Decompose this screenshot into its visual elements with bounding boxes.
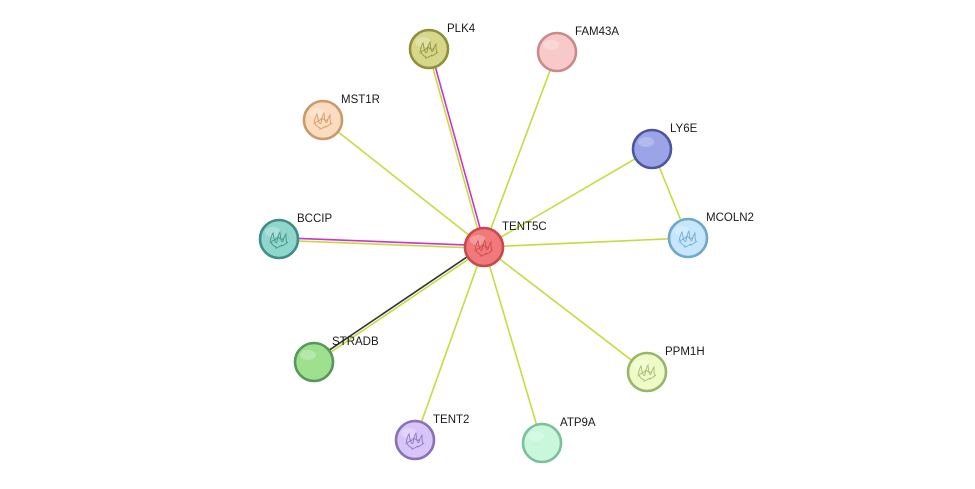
node-label: FAM43A [575, 26, 619, 38]
node-circle[interactable] [258, 218, 300, 260]
node-highlight [401, 428, 417, 438]
protein-structure-icon [419, 40, 439, 59]
node-highlight [300, 350, 316, 360]
edge-line-textmining [278, 239, 484, 250]
node-label: PPM1H [665, 346, 705, 358]
node-label: PLK4 [447, 23, 476, 35]
edge-line-textmining [483, 237, 689, 248]
node-bccip[interactable]: BCCIP [258, 213, 332, 260]
edge-tent5c-mcoln2[interactable] [483, 237, 689, 248]
edge-tent5c-stradb[interactable] [312, 245, 486, 364]
node-mcoln2[interactable]: MCOLN2 [667, 212, 754, 259]
node-label: MST1R [341, 94, 380, 106]
edge-line-textmining [414, 246, 485, 441]
node-highlight [265, 227, 281, 237]
node-label: TENT5C [502, 221, 547, 233]
protein-structure-icon [405, 431, 425, 450]
node-circle[interactable] [626, 351, 668, 393]
edge-tent5c-ly6e[interactable] [483, 148, 653, 248]
node-circle[interactable] [521, 422, 563, 464]
node-highlight [309, 108, 325, 118]
node-ppm1h[interactable]: PPM1H [626, 346, 705, 393]
node-circle[interactable] [408, 28, 450, 70]
node-tent2[interactable]: TENT2 [394, 414, 469, 461]
node-label: BCCIP [297, 213, 332, 225]
protein-structure-icon [313, 111, 333, 130]
node-stradb[interactable]: STRADB [293, 336, 379, 383]
node-label: MCOLN2 [706, 212, 754, 224]
node-highlight [470, 235, 486, 245]
edge-tent5c-mst1r[interactable] [322, 119, 485, 248]
edge-tent5c-tent2[interactable] [414, 246, 485, 441]
edge-line-textmining [322, 119, 485, 248]
node-label: LY6E [670, 123, 698, 135]
edge-line-textmining [483, 148, 653, 248]
protein-structure-icon [474, 238, 494, 257]
protein-structure-icon [637, 363, 657, 382]
node-ly6e[interactable]: LY6E [631, 123, 698, 170]
node-atp9a[interactable]: ATP9A [521, 417, 596, 464]
protein-structure-icon [269, 230, 289, 249]
edge-line-experimental [429, 48, 487, 247]
node-highlight [543, 40, 559, 50]
node-highlight [638, 137, 654, 147]
edge-tent5c-bccip[interactable] [278, 236, 485, 250]
node-mst1r[interactable]: MST1R [302, 94, 380, 141]
edge-line-experimental [279, 236, 485, 247]
node-circle[interactable] [631, 128, 673, 170]
node-highlight [633, 360, 649, 370]
node-circle[interactable] [394, 419, 436, 461]
edge-tent5c-ppm1h[interactable] [483, 246, 648, 373]
edge-line-coexpression [312, 245, 484, 362]
edge-line-textmining [483, 246, 648, 373]
edge-line-textmining [483, 246, 543, 444]
node-label: ATP9A [560, 417, 596, 429]
edge-tent5c-fam43a[interactable] [483, 51, 558, 248]
node-layer: TENT5C PLK4 FAM43A MST1R LY6E BCCIP MCOLN2STRA… [258, 23, 754, 464]
node-highlight [674, 226, 690, 236]
node-circle[interactable] [463, 226, 505, 268]
node-tent5c[interactable]: TENT5C [463, 221, 547, 268]
protein-structure-icon [678, 229, 698, 248]
node-label: STRADB [332, 336, 379, 348]
edge-tent5c-plk4[interactable] [426, 48, 487, 248]
edge-line-textmining [426, 49, 484, 248]
node-circle[interactable] [302, 99, 344, 141]
node-highlight [415, 37, 431, 47]
edge-tent5c-atp9a[interactable] [483, 246, 543, 444]
node-label: TENT2 [433, 414, 469, 426]
node-highlight [528, 431, 544, 441]
edge-line-textmining [483, 51, 558, 248]
node-plk4[interactable]: PLK4 [408, 23, 476, 70]
edge-line-textmining [314, 247, 486, 364]
node-fam43a[interactable]: FAM43A [536, 26, 619, 73]
node-circle[interactable] [536, 31, 578, 73]
node-circle[interactable] [293, 341, 335, 383]
node-circle[interactable] [667, 217, 709, 259]
